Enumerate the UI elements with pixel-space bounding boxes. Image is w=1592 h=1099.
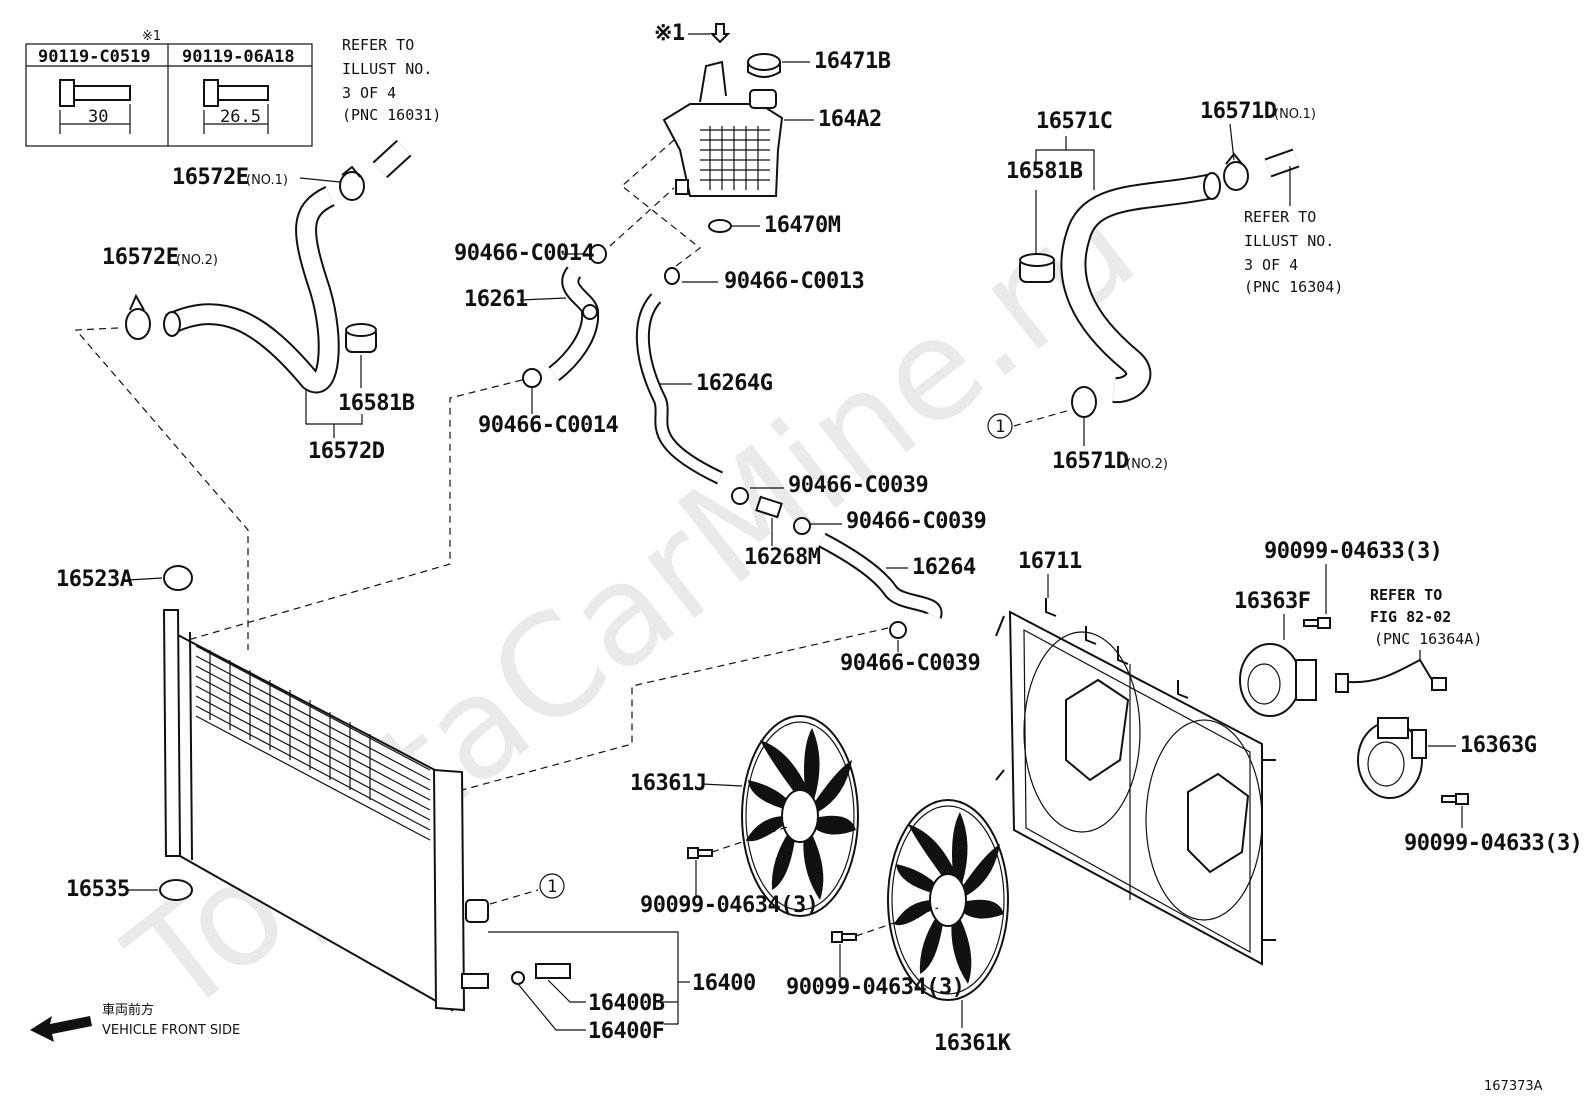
label-90099-04634-b: 90099-04634(3) [786, 975, 964, 1000]
svg-text:REFER TO: REFER TO [342, 36, 414, 54]
ref-circle-1-bottom [539, 873, 565, 899]
svg-text:3 OF 4: 3 OF 4 [342, 84, 396, 102]
svg-text:1: 1 [995, 417, 1005, 437]
fan-motor-16363f-drawing [1239, 643, 1447, 717]
bolt-icon [59, 79, 131, 134]
drain-plug-drawing [511, 963, 571, 985]
bolt-icon [203, 79, 269, 134]
label-16581B-left: 16581B [338, 391, 415, 416]
label-90466-C0039-a: 90466-C0039 [788, 473, 928, 498]
svg-text:REFER TO: REFER TO [1370, 586, 1442, 604]
label-16571D-no2: 16571D [1052, 449, 1129, 474]
label-16400B: 16400B [588, 991, 665, 1016]
svg-text:ILLUST NO.: ILLUST NO. [1244, 232, 1334, 250]
label-16572E-no2-sub: (NO.2) [176, 253, 218, 268]
reservoir-tank-drawing [662, 23, 784, 233]
label-16471B: 16471B [814, 49, 891, 74]
table-length-1: 30 [88, 107, 108, 127]
svg-text:3 OF 4: 3 OF 4 [1244, 256, 1298, 274]
label-16581B-right: 16581B [1006, 159, 1083, 184]
radiator-drawing [159, 565, 489, 1012]
label-90099-04633-b: 90099-04633(3) [1404, 831, 1582, 856]
label-star1-marker: ※1 [654, 21, 685, 46]
screw-icon [1441, 793, 1469, 805]
table-part-1: 90119-C0519 [38, 47, 151, 67]
label-16363G: 16363G [1460, 733, 1537, 758]
label-16361K: 16361K [934, 1031, 1012, 1056]
label-16572E-no1-sub: (NO.1) [246, 173, 288, 188]
refer-note-16364a: REFER TO FIG 82-02 (PNC 16364A) [1370, 586, 1482, 648]
label-16268M: 16268M [744, 545, 821, 570]
label-90466-C0013: 90466-C0013 [724, 269, 864, 294]
fan-motor-16363g-drawing [1357, 717, 1427, 799]
hose-16261-drawing [522, 244, 607, 388]
fan-16361j-drawing [741, 715, 859, 917]
svg-text:(PNC 16304): (PNC 16304) [1244, 278, 1343, 296]
label-16361J: 16361J [630, 771, 706, 796]
table-marker: ※1 [142, 29, 161, 44]
table-length-2: 26.5 [220, 107, 261, 127]
table-part-2: 90119-06A18 [182, 47, 295, 67]
svg-text:1: 1 [547, 877, 557, 897]
refer-note-16304: REFER TO ILLUST NO. 3 OF 4 (PNC 16304) [1244, 208, 1343, 296]
label-90099-04634-a: 90099-04634(3) [640, 893, 818, 918]
label-16571D-no1-sub: (NO.1) [1274, 107, 1316, 122]
label-16535: 16535 [66, 877, 130, 902]
label-16711: 16711 [1018, 549, 1082, 574]
hose-16571c-drawing [1019, 148, 1300, 418]
hose-16264g-drawing [635, 267, 749, 505]
label-16264: 16264 [912, 555, 976, 580]
label-90466-C0039-b: 90466-C0039 [846, 509, 986, 534]
label-16523A: 16523A [56, 567, 133, 592]
hose-16572d-drawing [125, 139, 412, 394]
label-16400F: 16400F [588, 1019, 664, 1044]
label-16572D: 16572D [308, 439, 385, 464]
orientation-jp: 車両前方 [102, 1002, 154, 1018]
vehicle-front-arrow [30, 1016, 92, 1042]
screw-icon [831, 931, 857, 943]
label-16400: 16400 [692, 971, 756, 996]
svg-text:ILLUST NO.: ILLUST NO. [342, 60, 432, 78]
svg-text:(PNC 16364A): (PNC 16364A) [1374, 630, 1482, 648]
label-164A2: 164A2 [818, 107, 882, 132]
screw-icon [687, 847, 713, 859]
label-90466-C0014-b: 90466-C0014 [478, 413, 618, 438]
label-16264G: 16264G [696, 371, 773, 396]
label-16470M: 16470M [764, 213, 841, 238]
label-90466-C0039-c: 90466-C0039 [840, 651, 980, 676]
reference-table: ※1 90119-C0519 90119-06A18 30 26.5 [25, 29, 313, 147]
svg-text:REFER TO: REFER TO [1244, 208, 1316, 226]
ref-circle-1-top [987, 413, 1013, 439]
label-16572E-no1: 16572E [172, 165, 248, 190]
orientation-en: VEHICLE FRONT SIDE [102, 1023, 240, 1038]
refer-note-16031: REFER TO ILLUST NO. 3 OF 4 (PNC 16031) [342, 36, 441, 124]
label-16571C: 16571C [1036, 109, 1112, 134]
label-16572E-no2: 16572E [102, 245, 178, 270]
screw-icon [1303, 617, 1331, 629]
label-16363F: 16363F [1234, 589, 1310, 614]
fan-16361k-drawing [887, 799, 1009, 1001]
hose-16264-drawing [818, 532, 943, 639]
svg-text:FIG 82-02: FIG 82-02 [1370, 608, 1451, 626]
figure-id: 167373A [1484, 1079, 1543, 1094]
shroud-16711-drawing [995, 598, 1276, 966]
connector-16268m-drawing [755, 495, 811, 535]
label-16261: 16261 [464, 287, 528, 312]
svg-text:(PNC 16031): (PNC 16031) [342, 106, 441, 124]
label-16571D-no2-sub: (NO.2) [1126, 457, 1168, 472]
label-90099-04633-a: 90099-04633(3) [1264, 539, 1442, 564]
label-16571D-no1: 16571D [1200, 99, 1277, 124]
